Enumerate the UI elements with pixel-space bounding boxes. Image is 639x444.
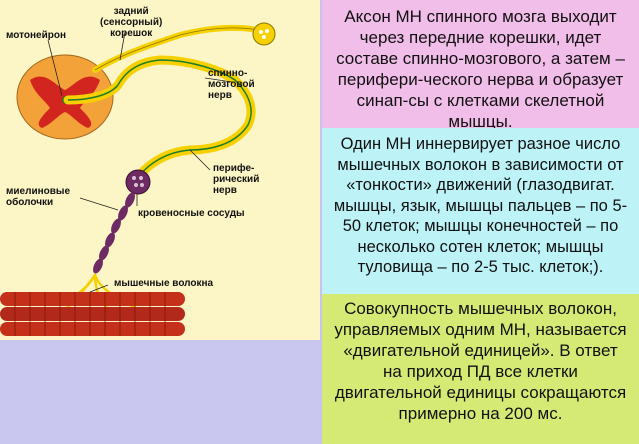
motor-unit-text: Совокупность мышечных волокон, управляем… (334, 299, 627, 423)
axon-description-text: Аксон МН спинного мозга выходит через пе… (336, 7, 625, 131)
label-motoneuron: мотонейрон (6, 30, 67, 41)
motor-neuron-illustration (0, 22, 276, 336)
peripheral-nerve-section (125, 169, 151, 195)
label-peripheral-nerve: перифе- рический нерв (213, 163, 260, 196)
myelin-segments (93, 192, 135, 274)
label-vessels: кровеносные сосуды (138, 208, 245, 219)
nerve-cross-section (252, 22, 276, 46)
illustration-panel: мотонейрон задний (сенсорный) корешок сп… (0, 0, 320, 444)
muscle-fibers (0, 292, 185, 336)
innervation-text: Один МН иннервирует разное число мышечны… (333, 135, 628, 276)
label-spinal-nerve: спинно- мозговой нерв (208, 68, 255, 101)
label-myelin: миелиновые оболочки (6, 186, 71, 208)
label-muscle-fibers: мышечные волокна (114, 278, 214, 289)
innervation-panel: Один МН иннервирует разное число мышечны… (322, 128, 639, 294)
axon-description-panel: Аксон МН спинного мозга выходит через пе… (322, 0, 639, 131)
label-dorsal-root: задний (сенсорный) корешок (100, 6, 163, 39)
motor-unit-panel: Совокупность мышечных волокон, управляем… (322, 294, 639, 444)
bottom-filler (0, 340, 320, 444)
